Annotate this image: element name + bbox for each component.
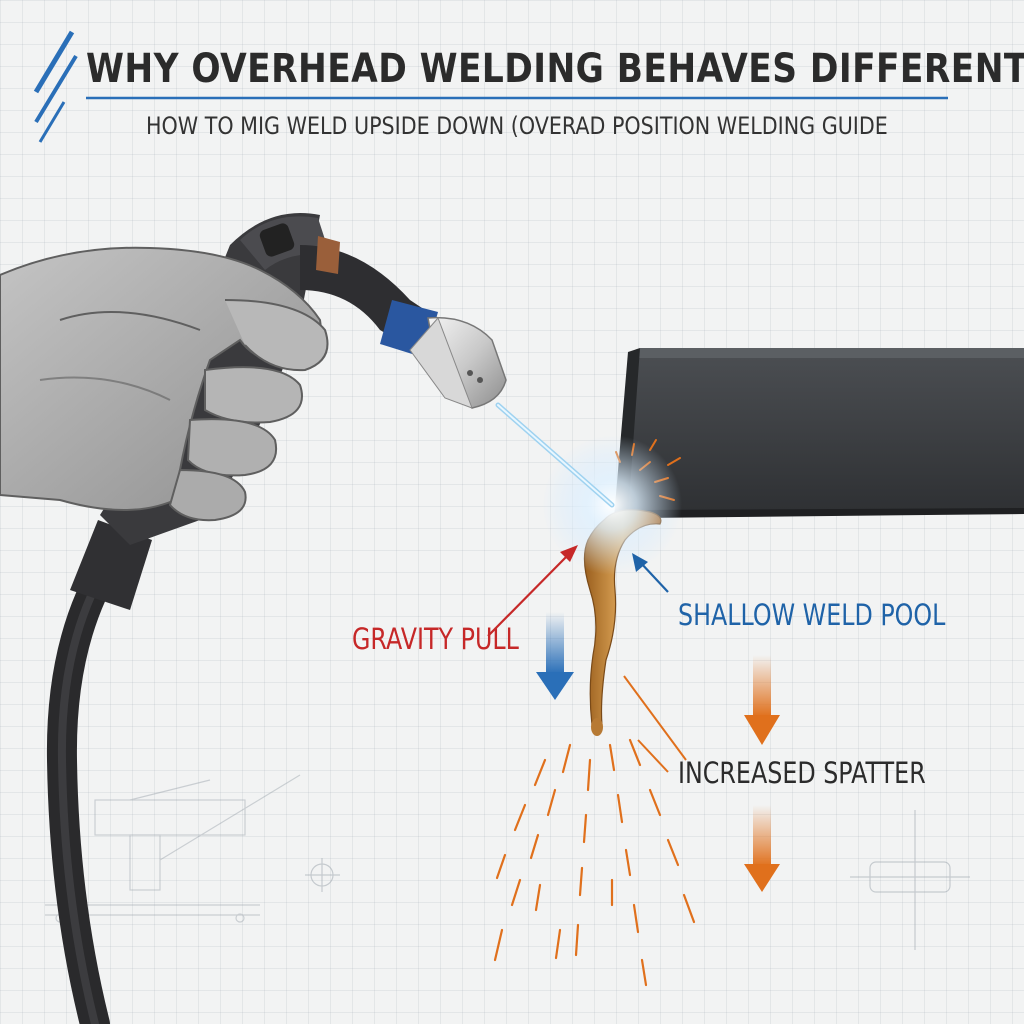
- title-accent-stripes-icon: [36, 32, 76, 142]
- background-sketch-right: [850, 810, 970, 950]
- spatter-down-arrow-upper-icon: [744, 655, 780, 745]
- gravity-down-arrow-icon: [536, 612, 574, 700]
- welding-cable: [62, 560, 110, 1024]
- page-subtitle: HOW TO MIG WELD UPSIDE DOWN (OVERAD POSI…: [146, 112, 888, 140]
- spatter-down-arrow-lower-icon: [744, 805, 780, 892]
- gloved-hand-icon: [0, 248, 328, 520]
- gravity-pull-label: GRAVITY PULL: [352, 622, 519, 656]
- shallow-weld-pool-label: SHALLOW WELD POOL: [678, 598, 945, 632]
- spatter-icon: [495, 740, 694, 985]
- increased-spatter-label: INCREASED SPATTER: [678, 756, 926, 790]
- background-sketch-center: [305, 858, 340, 892]
- page-title: WHY OVERHEAD WELDING BEHAVES DIFFERENTY: [86, 46, 1024, 92]
- spatter-pointer-lines: [624, 676, 686, 772]
